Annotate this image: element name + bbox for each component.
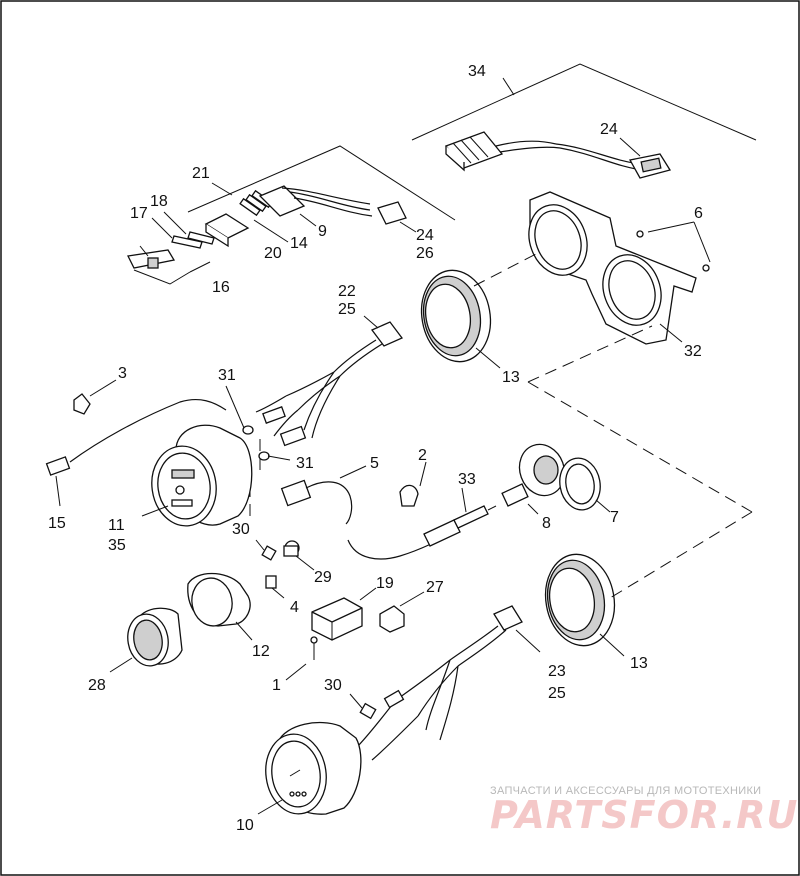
callout-5: 5 [370, 455, 379, 472]
callout-24-kit: 24 [416, 227, 434, 244]
callout-28: 28 [88, 677, 106, 694]
bulb-4 [265, 575, 285, 599]
callout-4: 4 [290, 599, 299, 616]
bulb-socket-31 [225, 385, 307, 461]
indicator-8 [501, 443, 566, 515]
callout-8: 8 [542, 515, 551, 532]
gauge-10 [257, 721, 362, 815]
bulb-30-lower [349, 689, 405, 720]
callout-31-upper: 31 [218, 367, 236, 384]
callout-29: 29 [314, 569, 332, 586]
callout-1: 1 [272, 677, 281, 694]
speedometer-11 [141, 424, 253, 527]
callout-30-upper: 30 [232, 521, 250, 538]
cable-5 [280, 465, 367, 525]
callout-20: 20 [264, 245, 282, 262]
callout-22: 22 [338, 283, 356, 300]
callout-23: 23 [548, 663, 566, 680]
callout-30-lower: 30 [324, 677, 342, 694]
clip-3 [73, 379, 117, 415]
module-19 [311, 587, 377, 641]
ring-13-lower [544, 553, 625, 657]
callout-10: 10 [236, 817, 254, 834]
harness-connector-9 [258, 185, 373, 227]
callout-17: 17 [130, 205, 148, 222]
callout-25-lower: 25 [548, 685, 566, 702]
harness-34-group [411, 63, 757, 179]
clamp-2 [399, 461, 427, 507]
gauge-bracket-32 [528, 191, 697, 345]
callout-27: 27 [426, 579, 444, 596]
watermark-logo: PARTSFOR.RU [490, 793, 798, 837]
bezel-ring-7 [559, 457, 611, 513]
callout-24-upper: 24 [600, 121, 618, 138]
connector-16 [127, 245, 176, 269]
harness-connector-24-top [444, 131, 672, 179]
sensor-33 [347, 487, 497, 560]
harness-connector-22-25 [255, 315, 404, 439]
gauge-housing-12 [187, 572, 253, 641]
terminals-14 [239, 189, 289, 243]
callout-2: 2 [418, 447, 427, 464]
callout-11: 11 [108, 517, 125, 534]
callout-3: 3 [118, 365, 127, 382]
socket-29 [283, 540, 315, 571]
watermark: ЗАПЧАСТИ И АКСЕССУАРЫ ДЛЯ МОТОТЕХНИКИ PA… [490, 785, 798, 837]
bulb-30-upper [255, 539, 277, 561]
callout-14: 14 [290, 235, 308, 252]
callout-26: 26 [416, 245, 434, 262]
seal-17 [187, 231, 215, 245]
callout-35: 35 [108, 537, 126, 554]
callout-21: 21 [192, 165, 210, 182]
callout-18: 18 [150, 193, 168, 210]
watermark-caption: ЗАПЧАСТИ И АКСЕССУАРЫ ДЛЯ МОТОТЕХНИКИ [490, 785, 761, 797]
ring-13-upper [420, 269, 501, 369]
tachometer-28 [109, 607, 183, 673]
callout-7: 7 [610, 509, 619, 526]
seal-18 [171, 235, 203, 249]
callout-labels: 34 24 21 18 17 9 14 20 24 26 16 6 32 22 … [48, 63, 703, 834]
harness-connector-24-26 [377, 201, 417, 233]
callout-15: 15 [48, 515, 66, 532]
callout-12: 12 [252, 643, 270, 660]
callout-13-upper: 13 [502, 369, 520, 386]
speedo-cable-15 [45, 398, 227, 507]
callout-31-lower: 31 [296, 455, 314, 472]
callout-16: 16 [212, 279, 230, 296]
connector-27 [379, 591, 425, 633]
harness-connector-23-25 [355, 605, 541, 761]
callout-9: 9 [318, 223, 327, 240]
screw-6 [636, 221, 711, 272]
callout-25-upper: 25 [338, 301, 356, 318]
harness-21-group [127, 145, 456, 285]
callout-32: 32 [684, 343, 702, 360]
screw-1 [285, 636, 318, 681]
callout-34: 34 [468, 63, 486, 80]
callout-19: 19 [376, 575, 394, 592]
callout-13-lower: 13 [630, 655, 648, 672]
callout-33: 33 [458, 471, 476, 488]
connector-housing-20 [204, 213, 250, 248]
callout-6: 6 [694, 205, 703, 222]
alignment-lines [249, 253, 753, 599]
